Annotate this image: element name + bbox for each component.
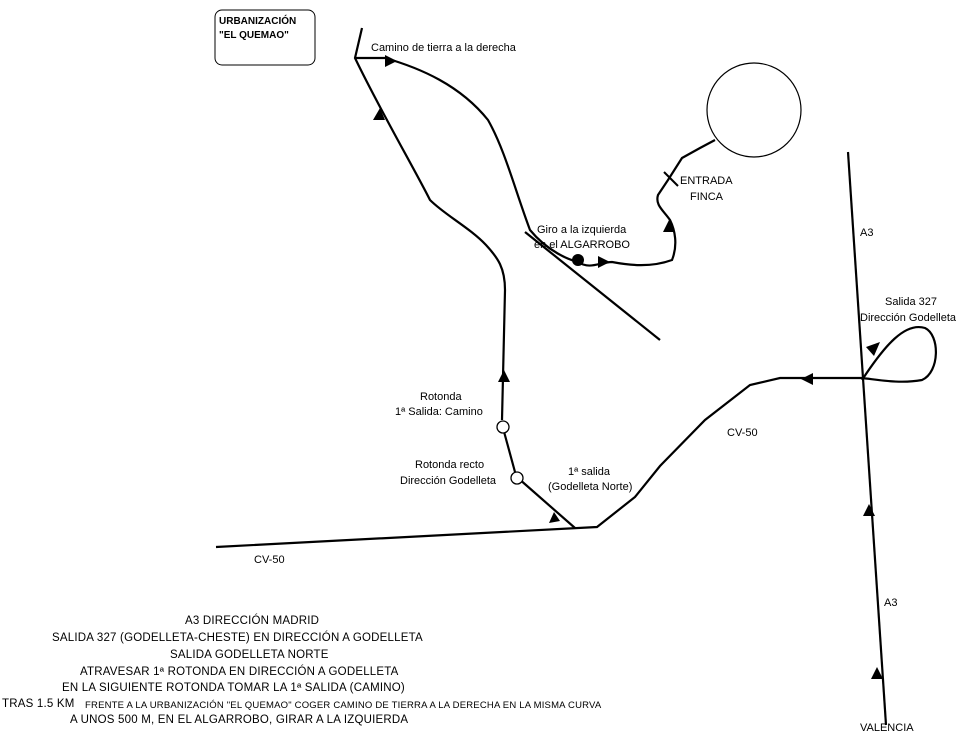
instruction-3: SALIDA GODELLETA NORTE [170, 649, 329, 661]
instruction-1: A3 DIRECCIÓN MADRID [185, 615, 320, 627]
instruction-4: ATRAVESAR 1ª ROTONDA EN DIRECCIÓN A GODE… [80, 666, 399, 678]
label-finca: FINCA [690, 191, 724, 203]
dirt-road [355, 56, 579, 264]
arrow-cv50 [801, 373, 813, 385]
label-valencia: VALENCIA [860, 722, 914, 734]
algarrobo-road [524, 231, 661, 341]
arrow-dirt-road [385, 55, 397, 67]
title-line-1: URBANIZACIÓN [219, 14, 296, 27]
label-rotonda2-1: Rotonda recto [415, 459, 484, 471]
title-line-2: "EL QUEMAO" [219, 30, 289, 41]
label-cv50-right: CV-50 [727, 427, 758, 439]
label-rotonda2-2: Dirección Godelleta [400, 475, 497, 487]
instruction-6a: TRAS 1.5 KM [2, 698, 75, 710]
direction-arrows [373, 55, 883, 679]
arrow-a3-lower [871, 667, 883, 679]
label-entrada: ENTRADA [680, 175, 733, 187]
label-a3-top: A3 [860, 227, 873, 239]
instruction-6b: FRENTE A LA URBANIZACIÓN "EL QUEMAO" COG… [85, 700, 602, 711]
exit-327-loop [861, 325, 937, 383]
label-salida1-1: 1ª salida [568, 466, 611, 478]
camino-road [353, 27, 507, 421]
instruction-5: EN LA SIGUIENTE ROTONDA TOMAR LA 1ª SALI… [62, 682, 405, 694]
label-salida327-2: Dirección Godelleta [860, 312, 957, 324]
exit-road [517, 477, 576, 529]
label-a3-bottom: A3 [884, 597, 897, 609]
arrow-camino [498, 370, 510, 382]
label-salida327-1: Salida 327 [885, 296, 937, 308]
label-camino-tierra: Camino de tierra a la derecha [371, 42, 517, 54]
label-cv50-left: CV-50 [254, 554, 285, 566]
arrow-camino-north [373, 108, 385, 120]
arrow-finca [663, 220, 675, 232]
finca-circle [706, 62, 802, 158]
arrow-algarrobo [598, 256, 610, 268]
algarrobo-marker [572, 254, 584, 266]
roundabout-2 [510, 471, 524, 485]
arrow-exit-road [549, 512, 560, 523]
label-salida1-2: (Godelleta Norte) [548, 481, 632, 493]
connector-road [501, 427, 517, 473]
instruction-2: SALIDA 327 (GODELLETA-CHESTE) EN DIRECCI… [52, 632, 423, 644]
cv50-road [215, 376, 862, 549]
arrow-exit-327 [866, 342, 880, 356]
roundabout-1 [496, 420, 510, 434]
label-rotonda1-2: 1ª Salida: Camino [395, 406, 483, 418]
label-giro-2: en el ALGARROBO [534, 239, 630, 251]
instruction-7: A UNOS 500 M, EN EL ALGARROBO, GIRAR A L… [70, 714, 409, 726]
label-giro-1: Giro a la izquierda [537, 224, 627, 236]
arrow-a3-upper [863, 504, 875, 516]
title-box: URBANIZACIÓN "EL QUEMAO" [214, 9, 316, 66]
a3-road [846, 151, 888, 726]
label-rotonda1-1: Rotonda [420, 391, 462, 403]
gate-mark [663, 171, 679, 187]
